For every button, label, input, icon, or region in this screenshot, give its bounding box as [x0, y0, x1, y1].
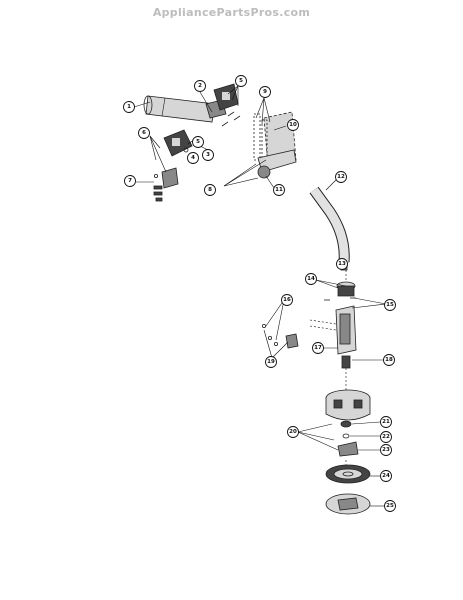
svg-text:7: 7 [128, 178, 132, 184]
svg-text:3: 3 [206, 152, 210, 158]
shaft-coupler [257, 149, 297, 179]
trimmer-hub [325, 389, 371, 421]
callout-12: 12 [335, 171, 347, 183]
callout-5-mid: 5 [192, 136, 204, 148]
svg-text:12: 12 [337, 174, 345, 180]
svg-text:4: 4 [191, 155, 195, 161]
callout-10: 10 [287, 119, 299, 131]
handle-housing [143, 95, 216, 123]
svg-text:10: 10 [289, 122, 297, 128]
screws-bracket [324, 297, 356, 301]
line-eyelet [337, 441, 359, 457]
site-watermark: AppliancePartsPros.com [152, 6, 311, 19]
callout-2: 2 [194, 80, 206, 92]
callout-4: 4 [187, 152, 199, 164]
svg-text:2: 2 [198, 83, 202, 89]
spool-washer [340, 420, 352, 439]
callout-21: 21 [380, 416, 392, 428]
callout-8: 8 [204, 184, 216, 196]
callout-16: 16 [281, 294, 293, 306]
spool-cover [325, 493, 371, 515]
callout-18: 18 [383, 354, 395, 366]
svg-text:23: 23 [382, 447, 390, 453]
callout-19: 19 [265, 356, 277, 368]
callout-1: 1 [123, 101, 135, 113]
svg-text:6: 6 [142, 130, 146, 136]
callout-5-top: 5 [235, 75, 247, 87]
svg-text:1: 1 [127, 104, 131, 110]
svg-text:5: 5 [196, 139, 200, 145]
callout-22: 22 [380, 431, 392, 443]
clamp-collar [336, 281, 356, 297]
guard-bracket [335, 305, 357, 380]
curved-shaft-tube [309, 186, 350, 263]
svg-text:20: 20 [289, 429, 297, 435]
callout-6: 6 [138, 127, 150, 139]
svg-text:14: 14 [307, 276, 315, 282]
callout-23: 23 [380, 444, 392, 456]
svg-text:17: 17 [314, 345, 322, 351]
callout-9: 9 [259, 86, 271, 98]
svg-text:8: 8 [208, 187, 212, 193]
svg-text:21: 21 [382, 419, 390, 425]
svg-text:22: 22 [382, 434, 390, 440]
callout-13: 13 [336, 258, 348, 270]
callout-20: 20 [287, 426, 299, 438]
svg-text:9: 9 [263, 89, 267, 95]
handle-clamp [153, 167, 179, 202]
callout-3: 3 [202, 149, 214, 161]
svg-text:13: 13 [338, 261, 346, 267]
callout-15: 15 [384, 299, 396, 311]
svg-text:25: 25 [386, 503, 394, 509]
handle-block [163, 129, 193, 157]
leader-lines [133, 85, 387, 507]
svg-text:19: 19 [267, 359, 275, 365]
svg-text:15: 15 [386, 302, 394, 308]
callout-7: 7 [124, 175, 136, 187]
svg-text:11: 11 [275, 187, 283, 193]
callout-14: 14 [305, 273, 317, 285]
callout-11: 11 [273, 184, 285, 196]
callout-25: 25 [384, 500, 396, 512]
svg-text:16: 16 [283, 297, 291, 303]
svg-text:5: 5 [239, 78, 243, 84]
callout-17: 17 [312, 342, 324, 354]
svg-text:24: 24 [382, 473, 390, 479]
guard-screws [261, 323, 299, 349]
spool [325, 464, 371, 484]
callout-24: 24 [380, 470, 392, 482]
svg-text:18: 18 [385, 357, 393, 363]
screws-upper [221, 111, 241, 127]
